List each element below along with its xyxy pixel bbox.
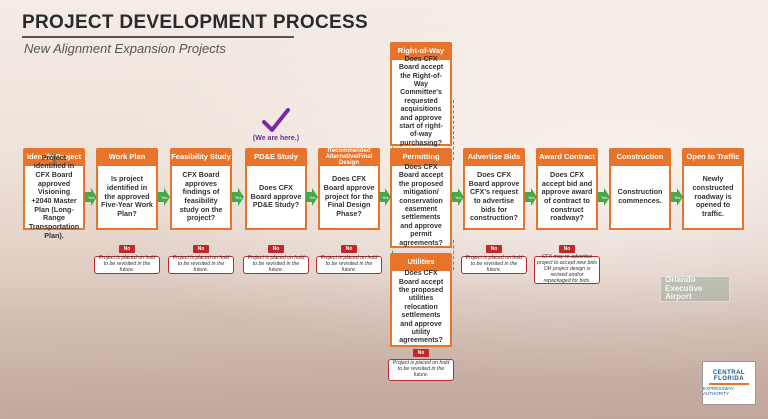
stage-feasibility-study: Feasibility Study CFX Board approves fin… bbox=[170, 148, 232, 230]
no-tag: No bbox=[559, 245, 575, 253]
stage-text: Does CFX Board accept the Right-of-Way C… bbox=[390, 56, 452, 147]
stage-title-line-2: Alternative/Final Design bbox=[325, 153, 373, 167]
checkmark-icon bbox=[262, 108, 290, 139]
stage-text: Newly constructed roadway is opened to t… bbox=[682, 166, 744, 230]
no-tag: No bbox=[413, 349, 429, 357]
yes-label: Yes bbox=[382, 195, 389, 200]
stage-permitting: Permitting Does CFX Board accept the pro… bbox=[390, 148, 452, 248]
yes-arrow-icon: Yes bbox=[379, 188, 391, 206]
connector-permitting-utilities-right bbox=[453, 240, 454, 270]
stage-title-line-1: Recommended bbox=[327, 147, 371, 154]
stage-open-to-traffic: Open to Traffic Newly constructed roadwa… bbox=[682, 148, 744, 230]
yes-arrow-icon: Yes bbox=[598, 188, 610, 206]
no-tag: No bbox=[341, 245, 357, 253]
hold-note: Project is placed on hold to be revisite… bbox=[461, 255, 527, 274]
stage-text: Does CFX Board accept the proposed utili… bbox=[390, 270, 452, 347]
stage-text: Does CFX accept bid and approve award of… bbox=[536, 166, 598, 230]
yes-label: Yes bbox=[88, 195, 95, 200]
stage-utilities: Utilities Does CFX Board accept the prop… bbox=[390, 253, 452, 347]
page-title: PROJECT DEVELOPMENT PROCESS bbox=[22, 12, 368, 33]
stage-award-contract: Award Contract Does CFX accept bid and a… bbox=[536, 148, 598, 230]
stage-text: Project identified in CFX Board approved… bbox=[23, 153, 85, 239]
hold-note: CFX may re-advertise project to accept n… bbox=[534, 254, 600, 284]
background-road-sign: Orlando Executive Airport bbox=[660, 274, 730, 302]
stage-text: Does CFX Board approve PD&E Study? bbox=[245, 166, 307, 230]
stage-title: Utilities bbox=[390, 253, 452, 271]
stage-title: Identify Project bbox=[23, 148, 85, 166]
yes-arrow-icon: Yes bbox=[525, 188, 537, 206]
sign-line-1: Orlando Executive bbox=[665, 274, 703, 293]
stage-work-plan: Work Plan Is project identified in the a… bbox=[96, 148, 158, 230]
connector-row-permitting-right bbox=[453, 100, 454, 160]
yes-label: Yes bbox=[601, 195, 608, 200]
logo-line-1: CENTRAL bbox=[712, 370, 746, 376]
sign-line-2: Airport bbox=[665, 292, 692, 302]
stage-text: Does CFX Board accept the proposed mitig… bbox=[390, 164, 452, 248]
stage-identify-project: Identify Project Project identified in C… bbox=[23, 148, 85, 239]
stage-title: Open to Traffic bbox=[682, 148, 744, 166]
stage-right-of-way: Right-of-Way Does CFX Board accept the R… bbox=[390, 42, 452, 147]
yes-label: Yes bbox=[309, 195, 316, 200]
hold-note: Project is placed on hold to be revisite… bbox=[316, 255, 382, 274]
no-tag: No bbox=[193, 245, 209, 253]
yes-arrow-icon: Yes bbox=[671, 188, 683, 206]
yes-arrow-icon: Yes bbox=[306, 188, 318, 206]
stage-text: CFX Board approves findings of feasibili… bbox=[170, 166, 232, 230]
yes-arrow-icon: Yes bbox=[158, 188, 170, 206]
stage-title: Construction bbox=[609, 148, 671, 166]
yes-arrow-icon: Yes bbox=[85, 188, 97, 206]
cfx-logo: CENTRAL FLORIDA EXPRESSWAY AUTHORITY bbox=[702, 361, 756, 405]
no-tag: No bbox=[119, 245, 135, 253]
yes-label: Yes bbox=[235, 195, 242, 200]
yes-label: Yes bbox=[528, 195, 535, 200]
title-divider bbox=[22, 36, 294, 38]
stage-title: Advertise Bids bbox=[463, 148, 525, 166]
hold-note: Project is placed on hold to be revisite… bbox=[243, 255, 309, 274]
stage-title: Permitting bbox=[390, 148, 452, 166]
yes-label: Yes bbox=[674, 195, 681, 200]
stage-title: Right-of-Way bbox=[390, 42, 452, 60]
hold-note: Project is placed on hold to be revisite… bbox=[168, 255, 234, 274]
yes-label: Yes bbox=[161, 195, 168, 200]
stage-title: Award Contract bbox=[536, 148, 598, 166]
stage-title: PD&E Study bbox=[245, 148, 307, 166]
stage-construction: Construction Construction commences. bbox=[609, 148, 671, 230]
yes-arrow-icon: Yes bbox=[232, 188, 244, 206]
stage-text: Does CFX Board approve project for the F… bbox=[318, 166, 380, 230]
stage-title: Work Plan bbox=[96, 148, 158, 166]
background-highway bbox=[0, 269, 768, 419]
stage-text: Does CFX Board approve CFX's request to … bbox=[463, 166, 525, 230]
yes-arrow-icon: Yes bbox=[452, 188, 464, 206]
hold-note: Project is placed on hold to be revisite… bbox=[94, 255, 160, 274]
yes-label: Yes bbox=[455, 195, 462, 200]
page-subtitle: New Alignment Expansion Projects bbox=[24, 41, 226, 56]
logo-line-3: EXPRESSWAY AUTHORITY bbox=[703, 386, 734, 396]
logo-bar bbox=[709, 383, 749, 385]
stage-title: Feasibility Study bbox=[170, 148, 232, 166]
stage-advertise-bids: Advertise Bids Does CFX Board approve CF… bbox=[463, 148, 525, 230]
no-tag: No bbox=[268, 245, 284, 253]
logo-line-2: FLORIDA bbox=[713, 376, 745, 382]
stage-text: Is project identified in the approved Fi… bbox=[96, 166, 158, 230]
stage-text: Construction commences. bbox=[609, 166, 671, 230]
no-tag: No bbox=[486, 245, 502, 253]
stage-pde-study: PD&E Study Does CFX Board approve PD&E S… bbox=[245, 148, 307, 230]
stage-title: Recommended Alternative/Final Design bbox=[318, 148, 380, 166]
hold-note: Project is placed on hold to be revisite… bbox=[388, 359, 454, 381]
we-are-here-label: (We are here.) bbox=[252, 135, 300, 142]
stage-final-design: Recommended Alternative/Final Design Doe… bbox=[318, 148, 380, 230]
